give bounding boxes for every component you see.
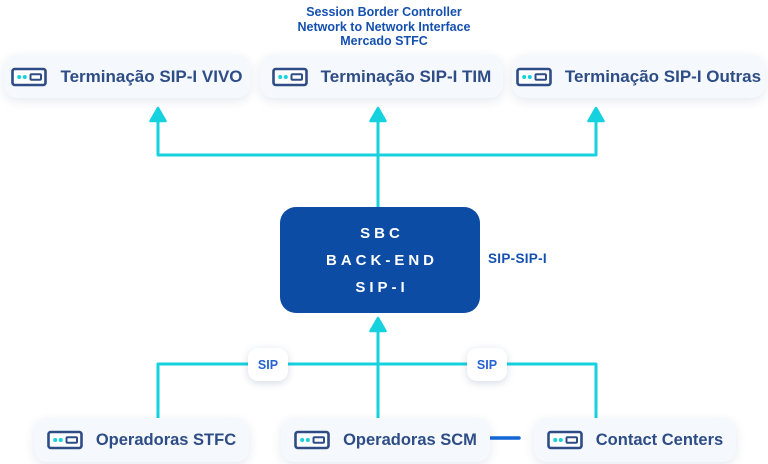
node-label: Terminação SIP-I TIM	[320, 66, 492, 86]
node-label: Operadoras SCM	[343, 430, 477, 449]
title-line-1: Session Border Controller	[306, 5, 462, 19]
sbc-line-2: BACK-END	[326, 251, 438, 269]
node-label: Terminação SIP-I Outras	[564, 66, 762, 86]
sbc-line-1: SBC	[360, 224, 404, 242]
node-label: Operadoras STFC	[95, 430, 237, 449]
node-operadoras-stfc: Operadoras STFC	[34, 418, 249, 462]
arrowhead-up-sbc	[369, 316, 387, 333]
sbc-line-3: SIP-I	[355, 278, 409, 296]
arrowhead-up-left	[149, 106, 167, 123]
title-line-3: Mercado STFC	[340, 34, 428, 48]
server-icon	[294, 430, 330, 450]
diagram-title: Session Border Controller Network to Net…	[0, 5, 768, 49]
arrowhead-up-center	[369, 106, 387, 123]
arrowhead-up-right	[587, 106, 605, 123]
node-sbc-backend: SBC BACK-END SIP-I	[280, 207, 480, 313]
sbc-side-label: SIP-SIP-I	[488, 251, 547, 266]
node-operadoras-scm: Operadoras SCM	[281, 418, 490, 462]
server-icon	[271, 67, 308, 87]
node-terminacao-vivo: Terminação SIP-I VIVO	[4, 55, 250, 98]
node-label: Terminação SIP-I VIVO	[60, 66, 243, 86]
server-icon	[11, 67, 48, 87]
node-label: Contact Centers	[595, 430, 724, 449]
server-icon	[546, 430, 583, 450]
sip-edge-label-right: SIP	[467, 348, 507, 381]
node-contact-centers: Contact Centers	[534, 418, 736, 462]
title-line-2: Network to Network Interface	[297, 19, 471, 34]
server-icon	[516, 67, 552, 87]
node-terminacao-tim: Terminação SIP-I TIM	[260, 55, 503, 98]
node-terminacao-outras: Terminação SIP-I Outras	[512, 55, 765, 98]
sip-edge-label-left: SIP	[248, 348, 288, 381]
server-icon	[47, 430, 83, 450]
